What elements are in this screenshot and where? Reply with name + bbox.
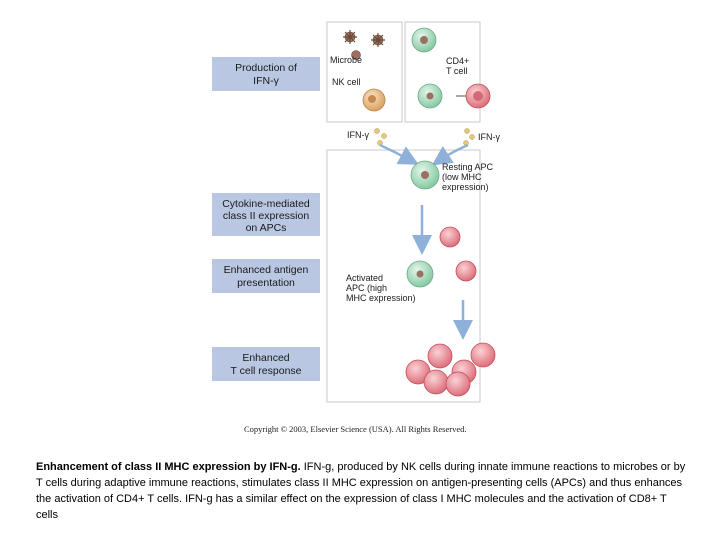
t-cell-cluster-icon	[405, 342, 496, 397]
t-cell-icon	[439, 226, 477, 282]
resting-label-line2: (low MHC	[442, 172, 482, 182]
step-1-line2: IFN-γ	[253, 75, 279, 87]
step-2-line3: on APCs	[246, 222, 287, 234]
activated-label-line1: Activated	[346, 273, 383, 283]
resting-label-line1: Resting APC	[442, 162, 494, 172]
figure-caption: Enhancement of class II MHC expression b…	[36, 459, 686, 523]
step-2-line1: Cytokine-mediated	[222, 198, 310, 210]
step-4-line1: Enhanced	[242, 352, 289, 364]
ifn-gamma-icon	[374, 128, 475, 146]
copyright-text: Copyright © 2003, Elsevier Science (USA)…	[244, 424, 467, 434]
activated-apc-icon	[406, 260, 434, 288]
arrow-left-in	[379, 143, 419, 165]
cd4-label-line2: T cell	[446, 66, 467, 76]
resting-label-line3: expression)	[442, 182, 489, 192]
caption-title: Enhancement of class II MHC expression b…	[36, 461, 301, 473]
step-2-line2: class II expression	[223, 210, 310, 222]
step-3-line1: Enhanced antigen	[224, 264, 309, 276]
nk-cell-label: NK cell	[332, 77, 361, 87]
step-3-line2: presentation	[237, 277, 295, 289]
apc-panel	[326, 149, 481, 403]
microbe-label: Microbe	[330, 55, 362, 65]
apc-icon	[417, 83, 443, 109]
step-box-3: Enhanced antigen presentation	[212, 259, 320, 293]
t-cell-icon	[456, 83, 491, 109]
activated-label-line2: APC (high	[346, 283, 387, 293]
ifn-right-label: IFN-γ	[478, 132, 500, 142]
step-box-1: Production of IFN-γ	[212, 57, 320, 91]
caption-body: IFN-g, produced by NK cells during innat…	[36, 461, 686, 521]
step-box-2: Cytokine-mediated class II expression on…	[212, 193, 320, 236]
nk-cell-icon	[362, 88, 386, 112]
resting-apc-icon	[410, 160, 440, 190]
step-box-4: Enhanced T cell response	[212, 347, 320, 381]
step-4-line2: T cell response	[230, 365, 301, 377]
step-1-line1: Production of	[235, 62, 297, 74]
microbe-icon	[343, 30, 385, 60]
cd4-label-line1: CD4+	[446, 56, 469, 66]
activated-label-line3: MHC expression)	[346, 293, 416, 303]
ifn-left-label: IFN-γ	[347, 130, 369, 140]
ifn-gamma-diagram: Production of IFN-γ Cytokine-mediated cl…	[212, 21, 500, 403]
microbe-apc-icon	[411, 27, 437, 53]
innate-panel	[326, 21, 403, 123]
arrow-right-in	[431, 143, 469, 166]
